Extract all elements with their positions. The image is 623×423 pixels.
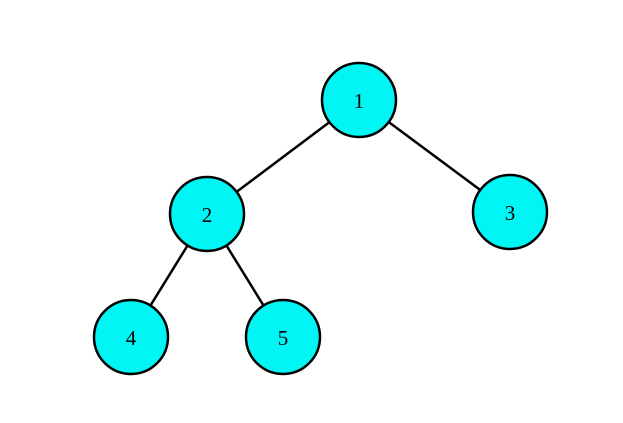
- node-label: 5: [278, 326, 289, 350]
- node-circle: [168, 175, 246, 253]
- tree-node-4: 4: [92, 298, 170, 376]
- node-circle: [320, 61, 398, 139]
- node-label: 4: [126, 326, 137, 350]
- tree-node-2: 2: [168, 175, 246, 253]
- node-label: 1: [354, 89, 365, 113]
- tree-node-1: 1: [320, 61, 398, 139]
- node-circle: [92, 298, 170, 376]
- node-label: 2: [202, 203, 213, 227]
- node-label: 3: [505, 201, 516, 225]
- node-circle: [471, 173, 549, 251]
- tree-node-5: 5: [244, 298, 322, 376]
- tree-node-3: 3: [471, 173, 549, 251]
- node-circle: [244, 298, 322, 376]
- nodes-layer: 1 2 3 4 5: [92, 61, 549, 376]
